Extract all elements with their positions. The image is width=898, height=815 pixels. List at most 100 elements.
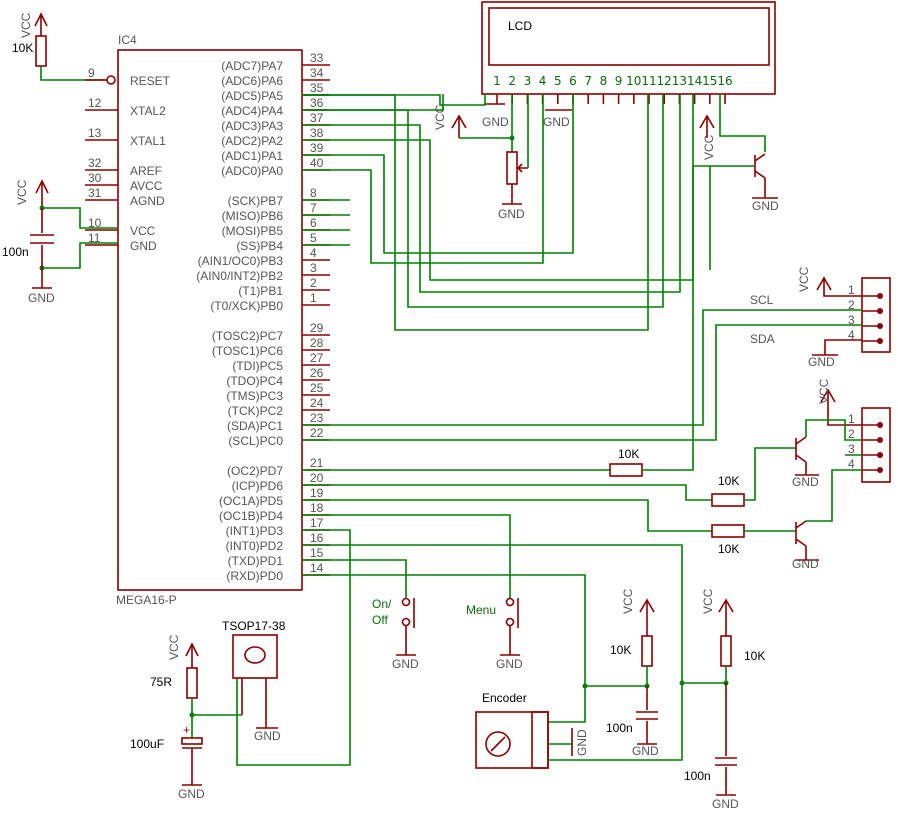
enc-a-gnd-label: GND bbox=[632, 744, 659, 758]
connector-pin-number: 4 bbox=[848, 328, 855, 342]
ic-right-pin-number: 33 bbox=[310, 51, 324, 65]
ic-right-pin-label: (ADC5)PA5 bbox=[221, 89, 283, 103]
r75-value: 75R bbox=[150, 675, 172, 689]
ic-right-pin-number: 26 bbox=[310, 366, 324, 380]
lcd-pin-number: 6 bbox=[569, 74, 577, 88]
ic-right-pin-label: (ICP)PD6 bbox=[232, 479, 284, 493]
decap-vcc-label: VCC bbox=[15, 179, 29, 205]
ic-right-pin-number: 15 bbox=[310, 546, 324, 560]
pd3-tsop-wire bbox=[236, 529, 351, 766]
ic-right-pin-number: 39 bbox=[310, 141, 324, 155]
connector-pin-number: 4 bbox=[848, 457, 855, 471]
lcd-pin-number: 11 bbox=[641, 74, 656, 88]
menu-button: Menu GND bbox=[302, 514, 523, 671]
ic-right-pin-label: (TOSC2)PC7 bbox=[212, 329, 283, 343]
contrast-potentiometer: VCC GND bbox=[433, 94, 529, 221]
ic-left-pin-label: AGND bbox=[130, 194, 165, 208]
onoff-label-line1: On/ bbox=[372, 597, 392, 611]
tsop-receiver: TSOP17-38 GND bbox=[189, 619, 286, 743]
connector-pin-dot bbox=[877, 437, 883, 443]
ic-right-pin-label: (TDI)PC5 bbox=[232, 359, 283, 373]
bl-vcc-label: VCC bbox=[702, 134, 716, 160]
menu-label: Menu bbox=[466, 603, 496, 617]
ic-right-pin-label: (OC1B)PD4 bbox=[219, 509, 283, 523]
connector-pin-number: 3 bbox=[848, 442, 855, 456]
conn1-gnd-label: GND bbox=[808, 355, 835, 369]
ic-right-pin-number: 6 bbox=[310, 216, 317, 230]
ic-right-pin-number: 27 bbox=[310, 351, 324, 365]
ic-left-pin-label: AVCC bbox=[130, 179, 163, 193]
ic-right-pin-label: (MISO)PB6 bbox=[222, 209, 284, 223]
cap-plus-label: + bbox=[183, 723, 190, 737]
pd7-resistor-value: 10K bbox=[618, 447, 639, 461]
ic-left-pin-number: 9 bbox=[88, 66, 95, 80]
lcd-pin-number: 16 bbox=[717, 74, 732, 88]
lcd-pin-number: 2 bbox=[508, 74, 516, 88]
reset-vcc-label: VCC bbox=[19, 12, 33, 38]
ic-right-pin-number: 7 bbox=[310, 201, 317, 215]
lcd-pin-number: 14 bbox=[687, 74, 702, 88]
ic-left-pin-label: GND bbox=[130, 239, 157, 253]
ic-right-pin-number: 24 bbox=[310, 396, 324, 410]
ic-left-pin-number: 31 bbox=[88, 186, 102, 200]
tsop-gnd-label: GND bbox=[254, 729, 281, 743]
ic-right-pin-label: (MOSI)PB5 bbox=[222, 224, 284, 238]
ic-left-pin-label: XTAL1 bbox=[130, 134, 166, 148]
encoder-gnd-label: GND bbox=[575, 729, 589, 756]
ic-right-pin-number: 34 bbox=[310, 66, 324, 80]
encoder-b-network: VCC 10K 100n GND bbox=[679, 588, 765, 811]
filter-vcc-label: VCC bbox=[167, 634, 181, 660]
connector-pin-number: 1 bbox=[848, 412, 855, 426]
ic-left-pin-label: VCC bbox=[130, 224, 156, 238]
backlight-transistor: VCC GND bbox=[699, 94, 779, 270]
onoff-gnd-label: GND bbox=[392, 657, 419, 671]
pd6-gnd-label: GND bbox=[792, 475, 819, 489]
reset-resistor-value: 10K bbox=[12, 41, 33, 55]
filter-gnd-label: GND bbox=[178, 787, 205, 801]
ic-right-pin-label: (TCK)PC2 bbox=[228, 404, 284, 418]
ic-left-pin-label: AREF bbox=[130, 164, 162, 178]
ic-right-pin-number: 14 bbox=[310, 561, 324, 575]
ic-right-pin-number: 22 bbox=[310, 426, 324, 440]
ic-right-pin-label: (OC1A)PD5 bbox=[219, 494, 283, 508]
connector-pin-number: 2 bbox=[848, 427, 855, 441]
ic-right-pin-label: (TDO)PC4 bbox=[226, 374, 283, 388]
ic-left-pin-label: RESET bbox=[130, 74, 171, 88]
ic-right-pin-number: 37 bbox=[310, 111, 324, 125]
decap-gnd-label: GND bbox=[28, 291, 55, 305]
ic-right-pin-label: (SCK)PB7 bbox=[228, 194, 284, 208]
enc-a-resistor-value: 10K bbox=[610, 643, 631, 657]
connector-pin-dot bbox=[877, 467, 883, 473]
lcd-gnd5-label: GND bbox=[543, 115, 570, 129]
ic-right-pin-label: (TOSC1)PC6 bbox=[212, 344, 283, 358]
connector-pin-dot bbox=[877, 422, 883, 428]
connector-pin-number: 2 bbox=[848, 298, 855, 312]
lcd-label: LCD bbox=[508, 19, 532, 33]
ic-right-pin-label: (ADC3)PA3 bbox=[221, 119, 283, 133]
ic-right-pin-label: (TXD)PD1 bbox=[228, 554, 284, 568]
ic-right-pin-number: 38 bbox=[310, 126, 324, 140]
reset-inverter-bubble bbox=[106, 75, 116, 85]
lcd-pin-number: 12 bbox=[657, 74, 672, 88]
bl-gnd-label: GND bbox=[752, 199, 779, 213]
ic-right-pin-label: (ADC1)PA1 bbox=[221, 149, 283, 163]
ic-right-pin-number: 16 bbox=[310, 531, 324, 545]
lcd-pin-number: 10 bbox=[626, 74, 641, 88]
ic-right-pin-number: 35 bbox=[310, 81, 324, 95]
conn1-vcc-label: VCC bbox=[797, 266, 811, 292]
ic-right-pin-label: (AIN0/INT2)PB2 bbox=[196, 269, 283, 283]
ic-right-pin-number: 4 bbox=[310, 246, 317, 260]
ic-right-pin-number: 19 bbox=[310, 486, 324, 500]
enc-a-vcc-label: VCC bbox=[621, 588, 635, 614]
rotary-encoder: Encoder GND bbox=[475, 683, 683, 769]
ic-right-pin-number: 1 bbox=[310, 291, 317, 305]
ic-left-pin-number: 12 bbox=[88, 96, 102, 110]
ic-right-pin-label: (SDA)PC1 bbox=[227, 419, 283, 433]
pd7-resistor: 10K bbox=[302, 165, 710, 477]
ic-right-pin-label: (OC2)PD7 bbox=[227, 464, 283, 478]
ic-right-pin-number: 20 bbox=[310, 471, 324, 485]
